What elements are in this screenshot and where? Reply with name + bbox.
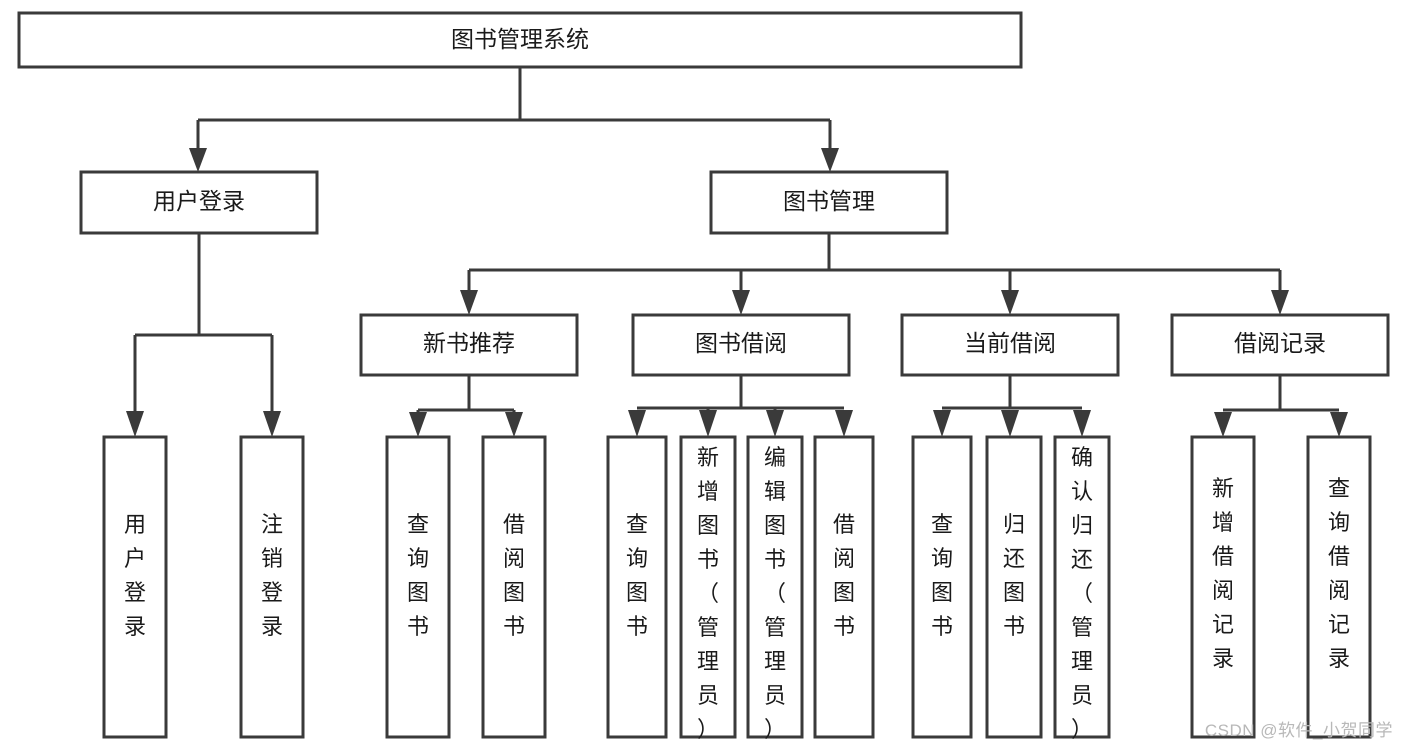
node-leaf-query-book-rec[interactable]: 查询图书 <box>385 435 451 739</box>
arrow-user-login-c1 <box>126 411 144 437</box>
node-new-book-recommend[interactable]: 新书推荐 <box>359 313 579 377</box>
node-leaf-user-login[interactable]: 用户登录 <box>102 435 168 739</box>
node-leaf-borrow-book-box[interactable] <box>813 435 875 739</box>
node-leaf-borrow-book-rec-box[interactable] <box>481 435 547 739</box>
node-leaf-add-book-box[interactable] <box>679 435 737 739</box>
arrow-br-c1 <box>1214 412 1232 437</box>
node-leaf-query-book-current-box[interactable] <box>911 435 973 739</box>
connector-group-borrow-record <box>1214 375 1348 437</box>
node-user-login[interactable]: 用户登录 <box>79 170 319 235</box>
node-root-box[interactable] <box>17 11 1023 69</box>
node-current-borrow[interactable]: 当前借阅 <box>900 313 1120 377</box>
node-leaf-confirm-return-label: 确认归还（管理员） <box>1071 445 1093 742</box>
node-leaf-borrow-book-label: 借阅图书 <box>833 512 855 639</box>
node-leaf-return-book-label: 归还图书 <box>1003 512 1025 639</box>
node-leaf-query-record-box[interactable] <box>1306 435 1372 739</box>
arrow-bb-c4 <box>835 410 853 437</box>
node-current-borrow-box[interactable] <box>900 313 1120 377</box>
arrow-bm-to-borrow-record <box>1271 290 1289 315</box>
node-leaf-add-book[interactable]: 新增图书（管理员） <box>679 435 737 742</box>
arrow-cb-c1 <box>933 410 951 437</box>
node-new-book-recommend-label: 新书推荐 <box>423 330 515 356</box>
node-borrow-record[interactable]: 借阅记录 <box>1170 313 1390 377</box>
node-leaf-borrow-book-rec-label: 借阅图书 <box>503 512 525 639</box>
node-leaf-query-book-rec-label: 查询图书 <box>407 512 429 639</box>
arrow-bm-to-current-borrow <box>1001 290 1019 315</box>
node-leaf-logout[interactable]: 注销登录 <box>239 435 305 739</box>
arrow-cb-c3 <box>1073 410 1091 437</box>
node-current-borrow-label: 当前借阅 <box>964 330 1056 356</box>
node-leaf-confirm-return-box[interactable] <box>1053 435 1111 739</box>
node-leaf-query-book-rec-box[interactable] <box>385 435 451 739</box>
connector-group-book-manage <box>460 233 1289 315</box>
arrow-bb-c3 <box>766 410 784 437</box>
node-leaf-return-book[interactable]: 归还图书 <box>985 435 1043 739</box>
node-leaf-query-book-borrow-label: 查询图书 <box>626 512 648 639</box>
node-leaf-add-record[interactable]: 新增借阅记录 <box>1190 435 1256 739</box>
node-leaf-add-record-box[interactable] <box>1190 435 1256 739</box>
node-leaf-logout-box[interactable] <box>239 435 305 739</box>
node-leaf-return-book-box[interactable] <box>985 435 1043 739</box>
node-borrow-record-box[interactable] <box>1170 313 1390 377</box>
node-leaf-query-book-borrow[interactable]: 查询图书 <box>606 435 668 739</box>
node-leaf-confirm-return[interactable]: 确认归还（管理员） <box>1053 435 1111 742</box>
node-leaf-query-book-current-label: 查询图书 <box>931 512 953 639</box>
node-new-book-recommend-box[interactable] <box>359 313 579 377</box>
leaf-node-layer: 用户登录 注销登录 查询图书 借阅图书 查询图书 新增图书（管理员） 编辑图书（管理员） 借阅… <box>102 435 1372 742</box>
node-leaf-add-record-label: 新增借阅记录 <box>1212 476 1234 671</box>
node-book-manage-box[interactable] <box>709 170 949 235</box>
arrow-nbr-c1 <box>409 412 427 437</box>
arrow-bb-c1 <box>628 410 646 437</box>
node-leaf-borrow-book-rec[interactable]: 借阅图书 <box>481 435 547 739</box>
node-book-borrow[interactable]: 图书借阅 <box>631 313 851 377</box>
arrow-bm-to-new-book-recommend <box>460 290 478 315</box>
node-leaf-query-record[interactable]: 查询借阅记录 <box>1306 435 1372 739</box>
node-leaf-query-book-borrow-box[interactable] <box>606 435 668 739</box>
node-book-manage-label: 图书管理 <box>783 188 875 214</box>
node-leaf-add-book-label: 新增图书（管理员） <box>697 445 719 742</box>
connector-group-user-login <box>126 233 281 437</box>
arrow-root-to-book-manage <box>821 148 839 172</box>
connector-group-new-book-recommend <box>409 375 523 437</box>
arrow-bm-to-book-borrow <box>732 290 750 315</box>
node-borrow-record-label: 借阅记录 <box>1234 330 1326 356</box>
arrow-user-login-c2 <box>263 411 281 437</box>
node-book-borrow-box[interactable] <box>631 313 851 377</box>
node-leaf-edit-book-label: 编辑图书（管理员） <box>764 445 786 742</box>
node-leaf-query-book-current[interactable]: 查询图书 <box>911 435 973 739</box>
arrow-cb-c2 <box>1001 410 1019 437</box>
connector-group-book-borrow <box>628 375 853 437</box>
node-leaf-logout-label: 注销登录 <box>261 512 283 639</box>
node-book-manage[interactable]: 图书管理 <box>709 170 949 235</box>
node-leaf-edit-book[interactable]: 编辑图书（管理员） <box>746 435 804 742</box>
connector-group-root <box>189 67 839 172</box>
node-leaf-user-login-box[interactable] <box>102 435 168 739</box>
arrow-br-c2 <box>1330 412 1348 437</box>
node-leaf-borrow-book[interactable]: 借阅图书 <box>813 435 875 739</box>
node-root[interactable]: 图书管理系统 <box>17 11 1023 69</box>
arrow-root-to-user-login <box>189 148 207 172</box>
node-root-label: 图书管理系统 <box>451 26 589 52</box>
node-user-login-label: 用户登录 <box>153 188 245 214</box>
arrow-bb-c2 <box>699 410 717 437</box>
node-leaf-edit-book-box[interactable] <box>746 435 804 739</box>
node-user-login-box[interactable] <box>79 170 319 235</box>
node-leaf-user-login-label: 用户登录 <box>124 512 146 639</box>
arrow-nbr-c2 <box>505 412 523 437</box>
connector-group-current-borrow <box>933 375 1091 437</box>
node-leaf-query-record-label: 查询借阅记录 <box>1328 476 1350 671</box>
node-book-borrow-label: 图书借阅 <box>695 330 787 356</box>
